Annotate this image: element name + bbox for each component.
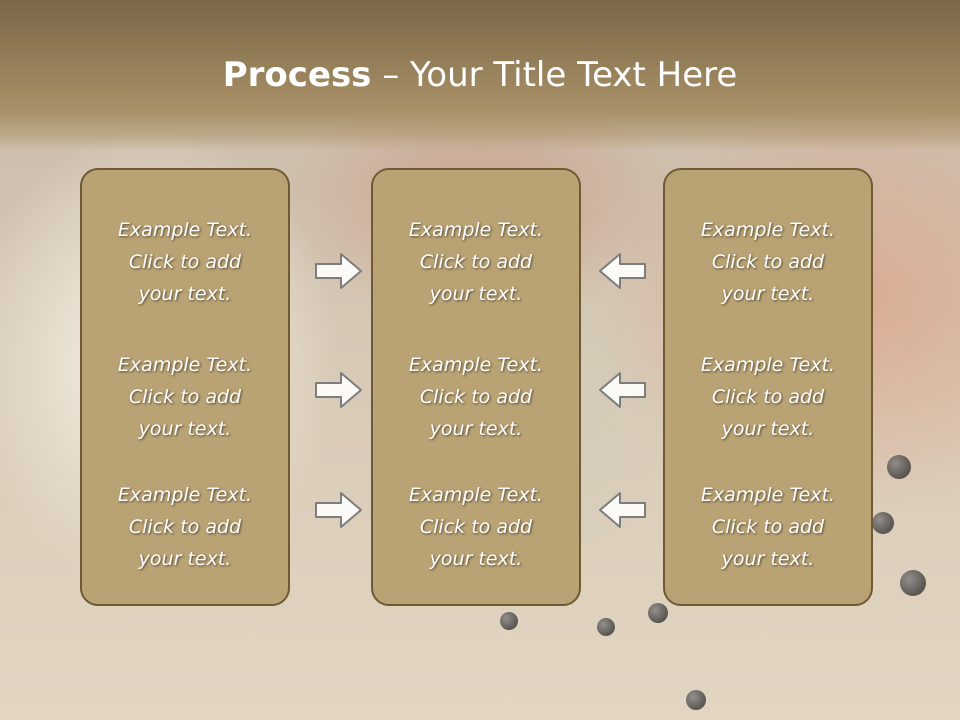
- text-line: Example Text.: [117, 354, 253, 376]
- text-line: Example Text.: [117, 219, 253, 241]
- text-block[interactable]: Example Text. Click to add your text.: [373, 479, 579, 575]
- text-block[interactable]: Example Text. Click to add your text.: [665, 214, 871, 310]
- peppercorn: [686, 690, 706, 710]
- text-line: your text.: [138, 418, 232, 440]
- text-block[interactable]: Example Text. Click to add your text.: [665, 479, 871, 575]
- peppercorn: [872, 512, 894, 534]
- peppercorn: [648, 603, 668, 623]
- text-block[interactable]: Example Text. Click to add your text.: [82, 479, 288, 575]
- process-box-right[interactable]: Example Text. Click to add your text. Ex…: [663, 168, 873, 606]
- text-line: your text.: [721, 548, 815, 570]
- arrow-left-icon[interactable]: [597, 251, 647, 291]
- text-block[interactable]: Example Text. Click to add your text.: [82, 214, 288, 310]
- process-box-left[interactable]: Example Text. Click to add your text. Ex…: [80, 168, 290, 606]
- text-line: your text.: [721, 283, 815, 305]
- text-line: your text.: [429, 548, 523, 570]
- text-line: your text.: [429, 283, 523, 305]
- text-line: your text.: [721, 418, 815, 440]
- arrow-right-icon[interactable]: [314, 251, 364, 291]
- text-line: Click to add: [419, 516, 533, 538]
- text-block[interactable]: Example Text. Click to add your text.: [665, 349, 871, 445]
- text-line: Click to add: [128, 251, 242, 273]
- peppercorn: [597, 618, 615, 636]
- peppercorn: [900, 570, 926, 596]
- text-line: Click to add: [128, 386, 242, 408]
- text-block[interactable]: Example Text. Click to add your text.: [373, 349, 579, 445]
- text-line: Example Text.: [408, 484, 544, 506]
- title-rest: – Your Title Text Here: [371, 55, 738, 95]
- title-band: [0, 0, 960, 150]
- slide-title[interactable]: Process – Your Title Text Here: [0, 50, 960, 100]
- text-line: your text.: [429, 418, 523, 440]
- text-line: your text.: [138, 548, 232, 570]
- title-bold: Process: [222, 55, 372, 95]
- arrow-left-icon[interactable]: [597, 370, 647, 410]
- peppercorn: [887, 455, 911, 479]
- text-line: Click to add: [128, 516, 242, 538]
- text-line: Example Text.: [408, 219, 544, 241]
- peppercorn: [500, 612, 518, 630]
- arrow-left-icon[interactable]: [597, 490, 647, 530]
- process-box-center[interactable]: Example Text. Click to add your text. Ex…: [371, 168, 581, 606]
- text-line: Example Text.: [700, 219, 836, 241]
- text-line: Example Text.: [117, 484, 253, 506]
- text-line: Example Text.: [408, 354, 544, 376]
- text-line: Example Text.: [700, 484, 836, 506]
- text-line: Click to add: [711, 251, 825, 273]
- text-line: Click to add: [711, 516, 825, 538]
- text-block[interactable]: Example Text. Click to add your text.: [82, 349, 288, 445]
- text-line: Click to add: [419, 251, 533, 273]
- text-line: your text.: [138, 283, 232, 305]
- text-block[interactable]: Example Text. Click to add your text.: [373, 214, 579, 310]
- arrow-right-icon[interactable]: [314, 370, 364, 410]
- arrow-right-icon[interactable]: [314, 490, 364, 530]
- text-line: Click to add: [711, 386, 825, 408]
- text-line: Click to add: [419, 386, 533, 408]
- text-line: Example Text.: [700, 354, 836, 376]
